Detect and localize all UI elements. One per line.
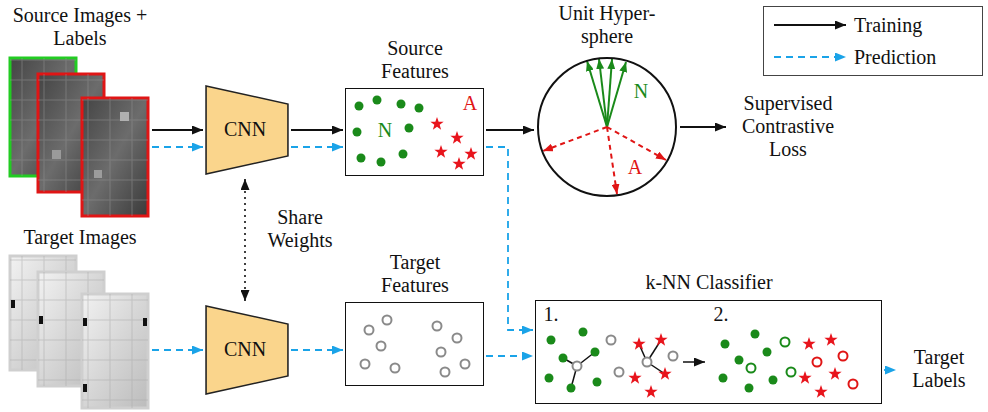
- prediction-arrow: [486, 355, 533, 357]
- image-stack: Target Images: [10, 256, 150, 408]
- prediction-arrow: [884, 369, 896, 371]
- loss-label: Supervised Contrastive Loss: [728, 88, 852, 168]
- feature-box: Target Features: [345, 302, 484, 386]
- image-stack: Source Images + Labels: [10, 58, 150, 216]
- loss-text: Supervised Contrastive Loss: [728, 92, 848, 161]
- class-letter: A: [624, 156, 646, 179]
- legend-text: Training: [854, 14, 922, 37]
- hypersphere-circle: [536, 56, 678, 198]
- step-number: 2.: [710, 303, 732, 326]
- prediction-arrow: [291, 146, 343, 148]
- knn-step-two: [719, 330, 858, 398]
- stack-heading: Target Images: [10, 226, 150, 249]
- class-letter: N: [630, 80, 652, 103]
- training-sample: [770, 13, 850, 37]
- source-feature-points: [353, 96, 478, 170]
- cnn-label: CNN: [205, 338, 285, 361]
- knn-box: k-NN Classifier1.2.: [535, 300, 882, 404]
- box-heading: Source Features: [360, 37, 470, 83]
- output-label: Target Labels: [898, 344, 984, 396]
- feature-box: Source FeaturesNA: [345, 88, 484, 176]
- shared-weights-link: [244, 179, 246, 301]
- legend-text: Prediction: [854, 46, 936, 69]
- training-arrow: [680, 126, 726, 128]
- legend-line: [774, 24, 846, 26]
- sphere-heading: Unit Hyper- sphere: [552, 2, 662, 48]
- step-number: 1.: [540, 303, 562, 326]
- training-arrow: [486, 129, 534, 131]
- prediction-arrow: [291, 349, 343, 351]
- training-arrow: [291, 129, 343, 131]
- edge-label: Share Weights: [258, 206, 342, 252]
- target-feature-points: [361, 316, 470, 377]
- box-heading: Target Features: [360, 251, 470, 297]
- prediction-arrow: [486, 147, 533, 330]
- target-image-stack: [10, 256, 148, 408]
- output-text: Target Labels: [898, 346, 980, 392]
- class-letter: A: [459, 92, 481, 115]
- cnn-block: CNN: [205, 85, 289, 175]
- source-image-stack: [10, 58, 148, 216]
- legend-line: [774, 56, 846, 58]
- knn-step-one: [545, 328, 706, 398]
- cnn-label: CNN: [205, 118, 285, 141]
- prediction-sample: [770, 45, 850, 69]
- cnn-block: CNN: [205, 305, 289, 395]
- class-letter: N: [374, 119, 396, 142]
- prediction-arrow: [152, 349, 203, 351]
- prediction-arrow: [152, 146, 203, 148]
- hypersphere-vectors: [543, 59, 666, 194]
- stack-heading: Source Images + Labels: [10, 4, 150, 50]
- box-heading: k-NN Classifier: [594, 271, 824, 294]
- training-arrow: [152, 129, 203, 131]
- hypersphere: Unit Hyper- sphereNA: [536, 56, 678, 198]
- legend-box: TrainingPrediction: [763, 6, 983, 76]
